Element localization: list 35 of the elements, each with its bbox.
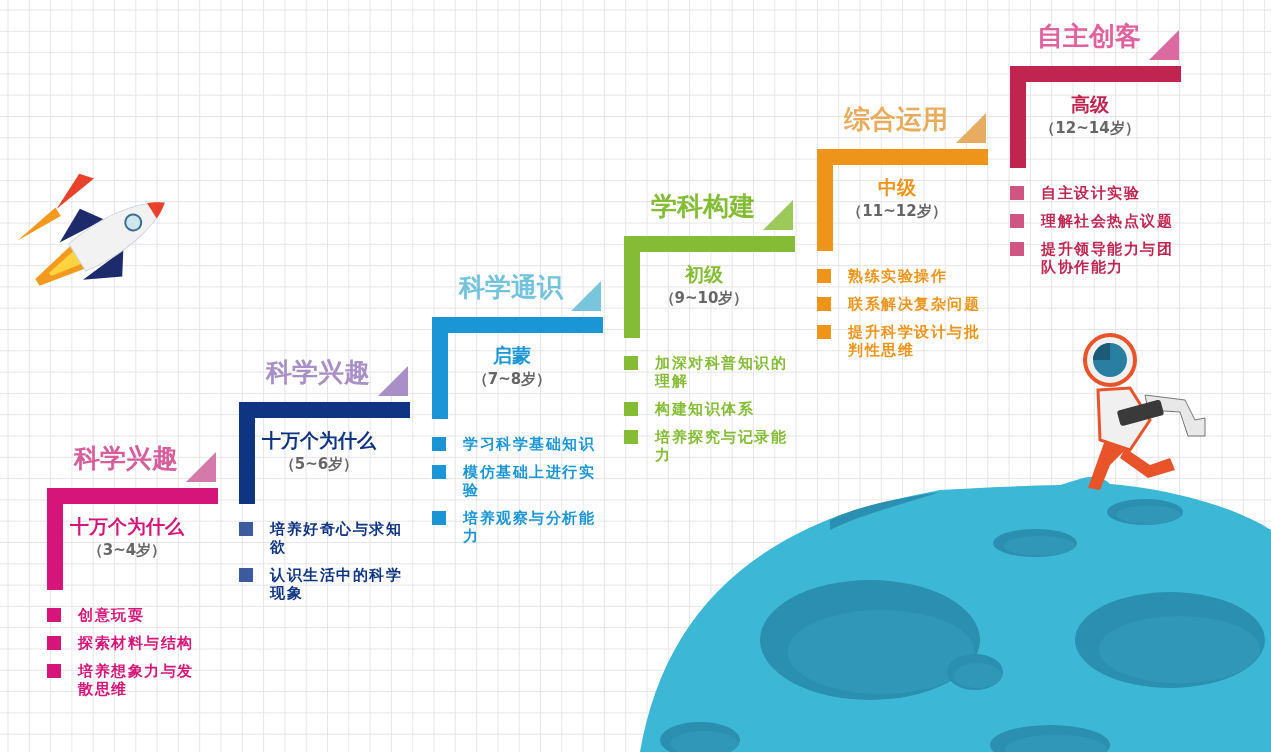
level-title: 中级 <box>877 175 917 199</box>
level-title: 启蒙 <box>492 343 532 367</box>
level-title: 初级 <box>684 262 724 286</box>
level-title: 十万个为什么 <box>261 428 377 452</box>
bullet-text: 构建知识体系 <box>655 400 755 418</box>
bullet-text: 提升领导能力与团队协作能力 <box>1041 240 1174 276</box>
age-range: （7~8岁） <box>471 369 553 389</box>
bullet-text: 培养想象力与发散思维 <box>78 662 195 698</box>
age-range: （12~14岁） <box>1039 118 1141 138</box>
bullet-text: 学习科学基础知识 <box>463 435 596 453</box>
age-range: （5~6岁） <box>278 454 360 474</box>
bullet-text: 理解社会热点议题 <box>1041 212 1174 230</box>
level-title: 高级 <box>1070 92 1110 116</box>
stage-heading: 综合运用 <box>844 103 948 136</box>
bullet-text: 培养探究与记录能力 <box>655 428 788 464</box>
stage-heading: 科学通识 <box>459 271 563 304</box>
bullet-text: 培养观察与分析能力 <box>463 509 596 545</box>
bullet-text: 认识生活中的科学现象 <box>270 566 403 602</box>
bullet-text: 自主设计实验 <box>1041 184 1141 202</box>
bullet-text: 培养好奇心与求知欲 <box>270 520 403 556</box>
bullet-text: 模仿基础上进行实验 <box>463 463 596 499</box>
stage-heading: 科学兴趣 <box>266 356 370 389</box>
stage-heading: 自主创客 <box>1037 20 1141 53</box>
bullet-text: 熟练实验操作 <box>848 267 948 285</box>
bullet-text: 探索材料与结构 <box>78 634 195 652</box>
age-range: （9~10岁） <box>658 288 750 308</box>
bullet-text: 提升科学设计与批判性思维 <box>848 323 981 359</box>
bullet-text: 创意玩耍 <box>78 606 145 624</box>
stage-heading: 科学兴趣 <box>74 442 178 475</box>
stage-heading: 学科构建 <box>651 190 755 223</box>
age-range: （11~12岁） <box>846 201 948 221</box>
bullet-text: 加深对科普知识的理解 <box>655 354 788 390</box>
bullet-text: 联系解决复杂问题 <box>848 295 981 313</box>
age-range: （3~4岁） <box>86 540 168 560</box>
level-title: 十万个为什么 <box>69 514 185 538</box>
